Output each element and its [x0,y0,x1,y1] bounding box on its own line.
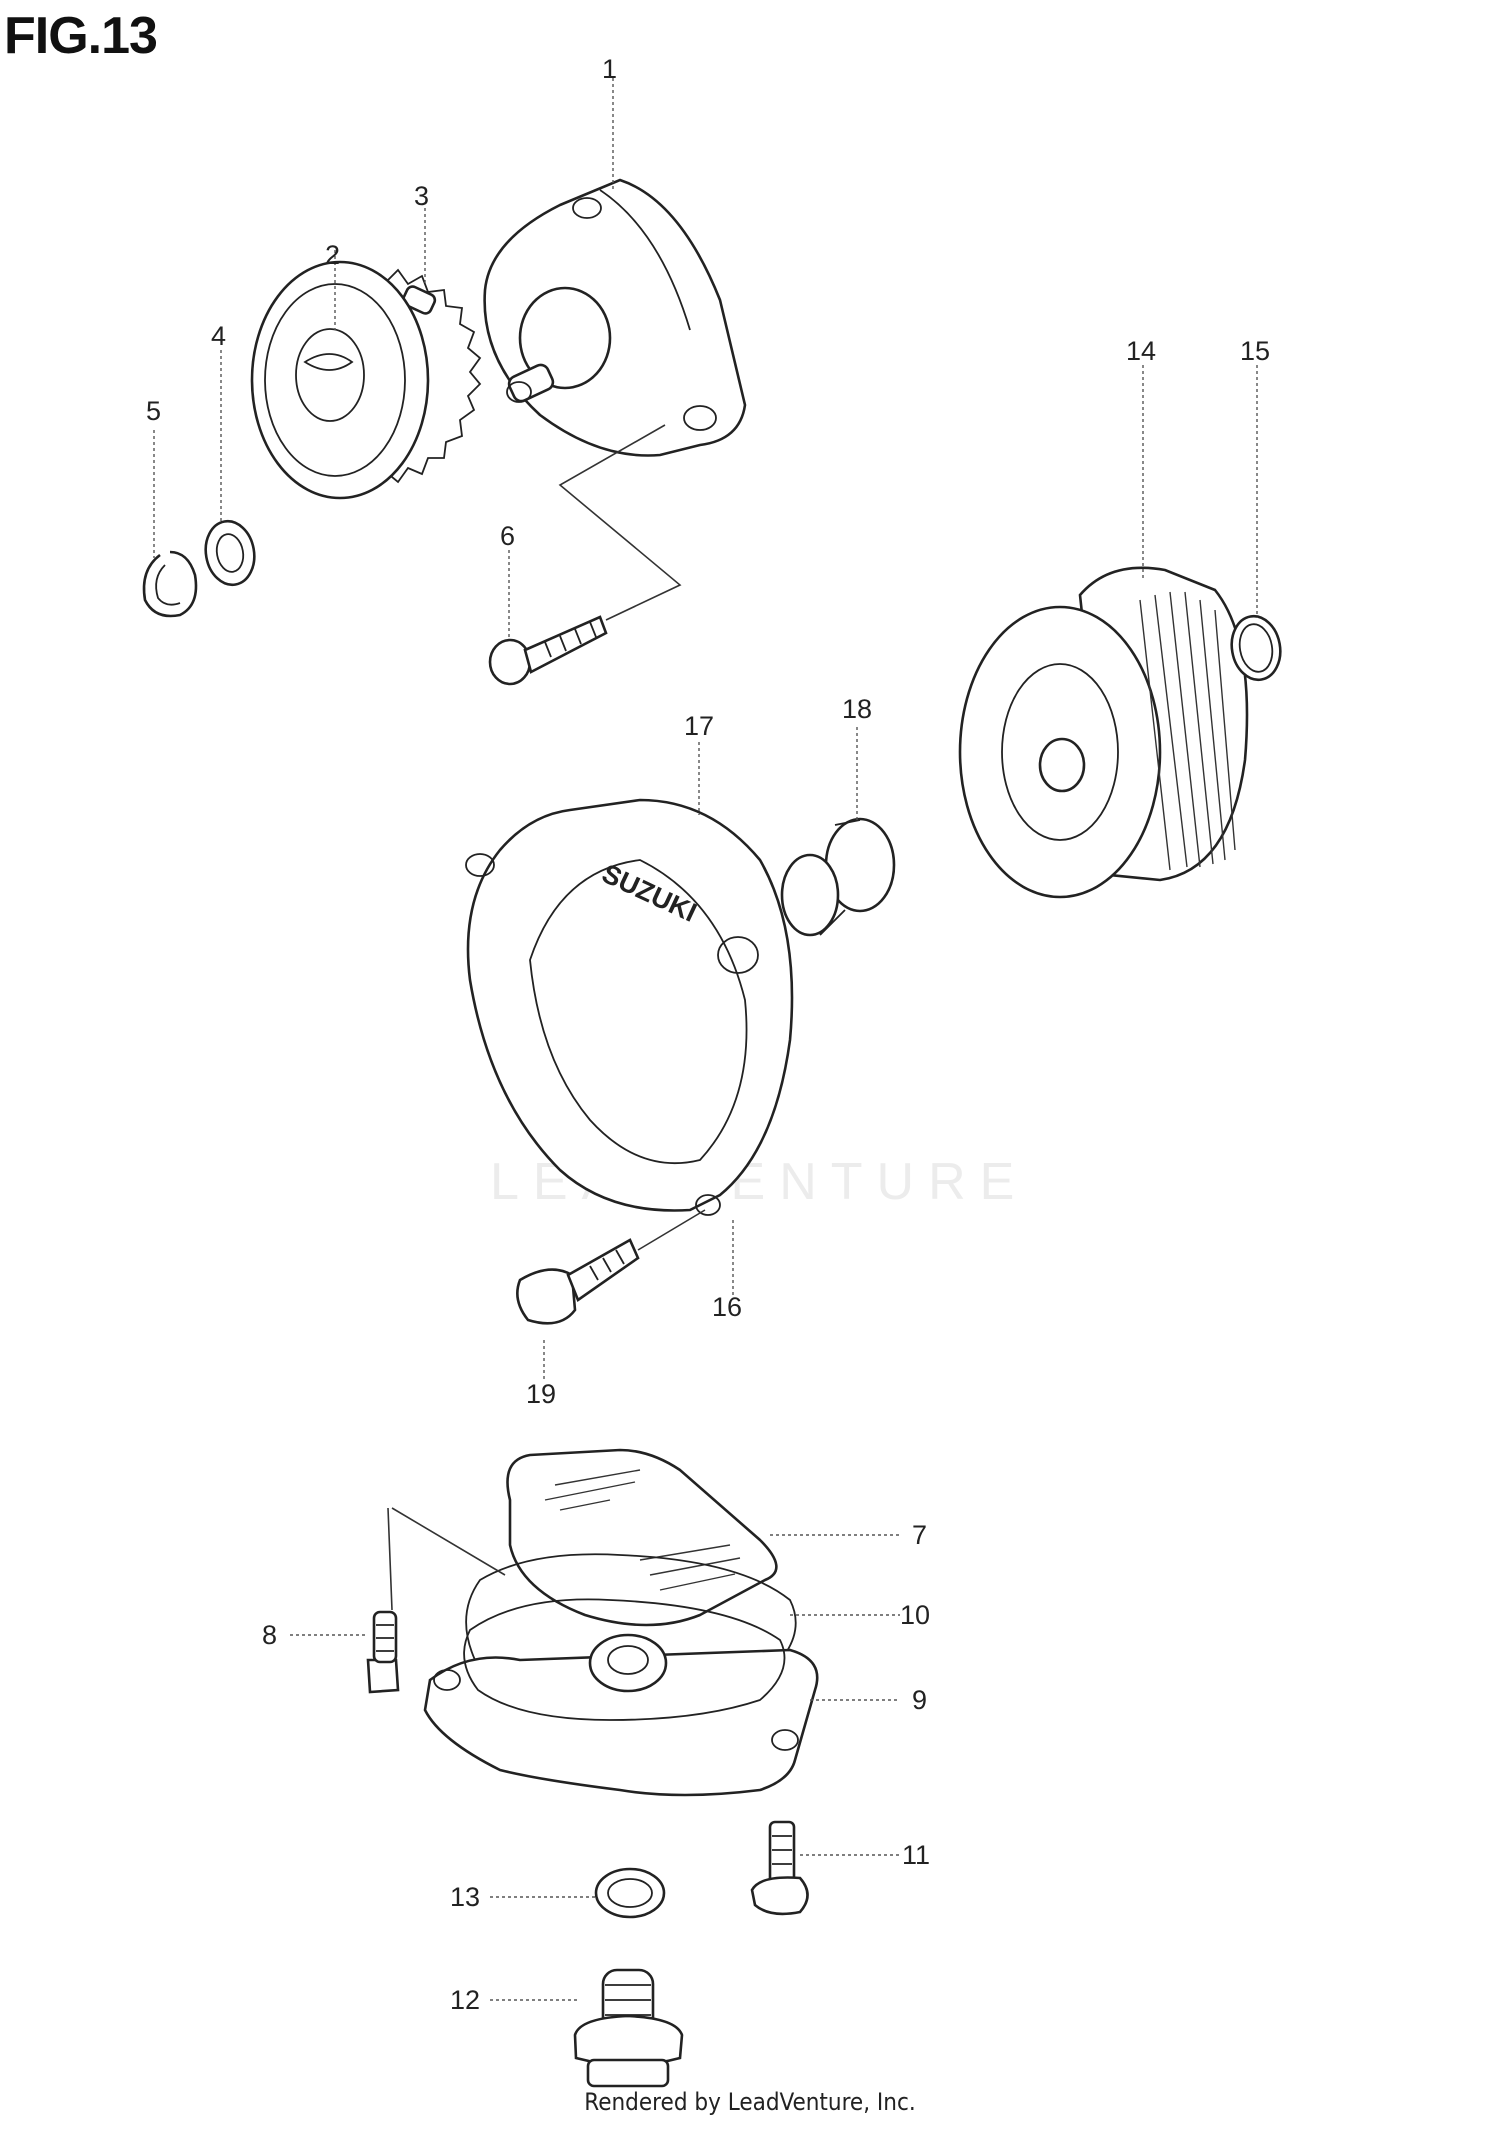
callout-label-9: 9 [912,1685,927,1715]
part-oil-pump[interactable] [483,178,747,457]
callout-label-10: 10 [900,1600,930,1630]
part-filter-o-ring[interactable] [1227,612,1285,683]
callout-label-17: 17 [684,711,714,741]
callout-label-13: 13 [450,1882,480,1912]
part-cap-bolt[interactable] [516,1238,640,1325]
part-strainer-gasket[interactable] [506,1448,778,1627]
leader-screw-to-gasket [387,1507,506,1611]
callout-label-7: 7 [912,1520,927,1550]
part-oil-filter-cap[interactable]: SUZUKI [465,798,794,1216]
callout-label-18: 18 [842,694,872,724]
part-circlip[interactable] [142,550,198,618]
callout-label-6: 6 [500,521,515,551]
part-filter-spring[interactable] [780,817,896,937]
part-strainer-screw[interactable] [366,1610,400,1694]
footer-credit: Rendered by LeadVenture, Inc. [584,2088,916,2116]
callout-label-1: 1 [602,54,617,84]
figure-title: FIG.13 [4,7,158,65]
callout-label-4: 4 [211,321,226,351]
callout-label-19: 19 [526,1379,556,1409]
callout-label-11: 11 [902,1840,930,1870]
part-drain-plug[interactable] [573,1968,684,2088]
callout-label-14: 14 [1126,336,1156,366]
leader-screw-to-pump [558,424,682,621]
callout-label-8: 8 [262,1620,277,1650]
part-washer[interactable] [201,517,259,588]
part-pump-drive-gear[interactable] [250,260,482,500]
callout-label-2: 2 [325,240,340,270]
part-pump-screw[interactable] [488,615,608,686]
part-oil-pan-bolt[interactable] [750,1820,809,1916]
callout-label-16: 16 [712,1292,742,1322]
callout-label-12: 12 [450,1985,480,2015]
callout-labels: 1 2 3 4 5 6 7 8 9 10 11 12 13 14 15 16 1… [146,54,1270,2015]
callout-label-3: 3 [414,181,429,211]
callout-label-15: 15 [1240,336,1270,366]
part-oil-filter[interactable] [958,566,1249,899]
callout-label-5: 5 [146,396,161,426]
part-oil-pan[interactable] [423,1598,819,1797]
callout-leaders [153,78,1258,2001]
leader-bolt-to-cap [637,1209,706,1251]
part-pin[interactable] [401,285,437,316]
part-drain-plug-gasket[interactable] [594,1867,666,1919]
